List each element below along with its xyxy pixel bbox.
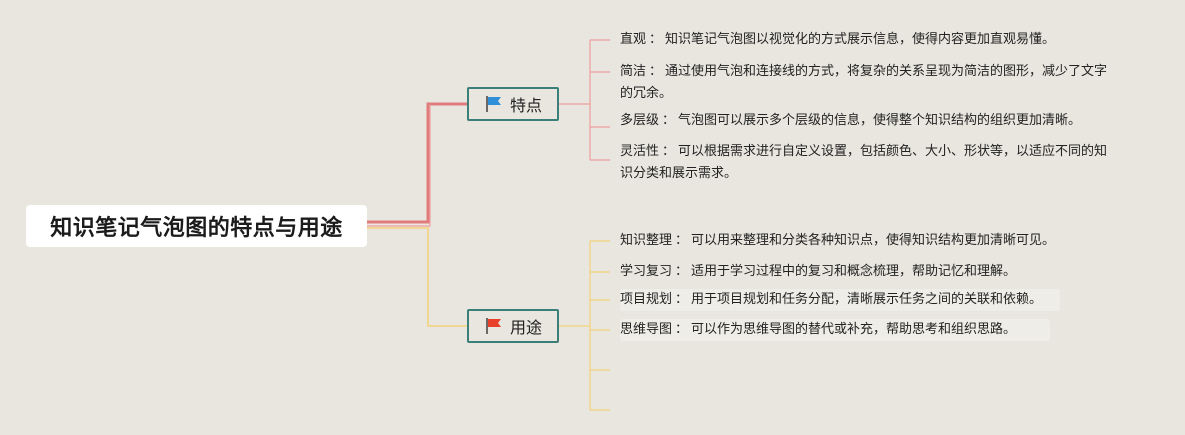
leaf-text: 可以根据需求进行自定义设置，包括颜色、大小、形状等，以适应不同的知识分类和展示需…	[620, 144, 1108, 181]
leaf-text: 可以作为思维导图的替代或补充，帮助思考和组织思路。	[691, 322, 1017, 337]
leaf-sep: ：	[662, 144, 676, 159]
branch-features-label: 特点	[509, 96, 542, 115]
leaf-features-multilevel[interactable]: 多层级：气泡图可以展示多个层级的信息，使得整个知识结构的组织更加清晰。	[620, 110, 1120, 132]
leaf-key: 项目规划	[620, 292, 673, 307]
leaf-key: 多层级	[620, 113, 660, 128]
leaf-features-concise[interactable]: 简洁：通过使用气泡和连接线的方式，将复杂的关系呈现为简洁的图形，减少了文字的冗余…	[620, 61, 1120, 105]
leaf-key: 思维导图	[620, 322, 673, 337]
leaf-sep: ：	[662, 113, 676, 128]
leaf-sep: ：	[649, 64, 663, 79]
leaf-features-intuitive[interactable]: 直观：知识笔记气泡图以视觉化的方式展示信息，使得内容更加直观易懂。	[620, 29, 1120, 51]
branch-uses-label: 用途	[509, 318, 542, 337]
leaf-key: 简洁	[620, 64, 647, 79]
leaf-text: 适用于学习过程中的复习和概念梳理，帮助记忆和理解。	[691, 264, 1017, 279]
branch-uses[interactable]: 用途	[467, 309, 559, 343]
root-topic-title: 知识笔记气泡图的特点与用途	[50, 216, 343, 241]
leaf-uses-organize[interactable]: 知识整理：可以用来整理和分类各种知识点，使得知识结构更加清晰可见。	[620, 230, 1120, 252]
branch-features[interactable]: 特点	[467, 87, 559, 121]
leaf-text: 用于项目规划和任务分配，清晰展示任务之间的关联和依赖。	[691, 292, 1043, 307]
leaf-text: 知识笔记气泡图以视觉化的方式展示信息，使得内容更加直观易懂。	[665, 32, 1056, 47]
leaf-sep: ：	[675, 233, 689, 248]
red-flag-icon	[486, 318, 501, 334]
leaf-sep: ：	[675, 264, 689, 279]
connector-features-stem	[559, 40, 591, 160]
leaf-key: 知识整理	[620, 233, 673, 248]
leaf-text: 气泡图可以展示多个层级的信息，使得整个知识结构的组织更加清晰。	[678, 113, 1082, 128]
leaf-uses-planning[interactable]: 项目规划：用于项目规划和任务分配，清晰展示任务之间的关联和依赖。	[620, 289, 1060, 311]
leaf-uses-review[interactable]: 学习复习：适用于学习过程中的复习和概念梳理，帮助记忆和理解。	[620, 261, 1120, 283]
connector-root-features	[367, 102, 467, 224]
root-topic[interactable]: 知识笔记气泡图的特点与用途	[26, 205, 367, 247]
leaf-text: 可以用来整理和分类各种知识点，使得知识结构更加清晰可见。	[691, 233, 1056, 248]
leaf-key: 直观	[620, 32, 647, 47]
leaf-key: 学习复习	[620, 264, 673, 279]
connector-root-features-inner	[367, 106, 431, 227]
connector-uses-stem	[559, 241, 591, 410]
leaf-sep: ：	[675, 322, 689, 337]
leaf-sep: ：	[649, 32, 663, 47]
leaf-key: 灵活性	[620, 144, 660, 159]
leaf-features-flexible[interactable]: 灵活性：可以根据需求进行自定义设置，包括颜色、大小、形状等，以适应不同的知识分类…	[620, 141, 1120, 185]
connector-root-uses	[367, 227, 467, 327]
leaf-uses-mindmap[interactable]: 思维导图：可以作为思维导图的替代或补充，帮助思考和组织思路。	[620, 319, 1050, 341]
blue-flag-icon	[486, 96, 501, 112]
leaf-sep: ：	[675, 292, 689, 307]
leaf-text: 通过使用气泡和连接线的方式，将复杂的关系呈现为简洁的图形，减少了文字的冗余。	[620, 64, 1108, 101]
